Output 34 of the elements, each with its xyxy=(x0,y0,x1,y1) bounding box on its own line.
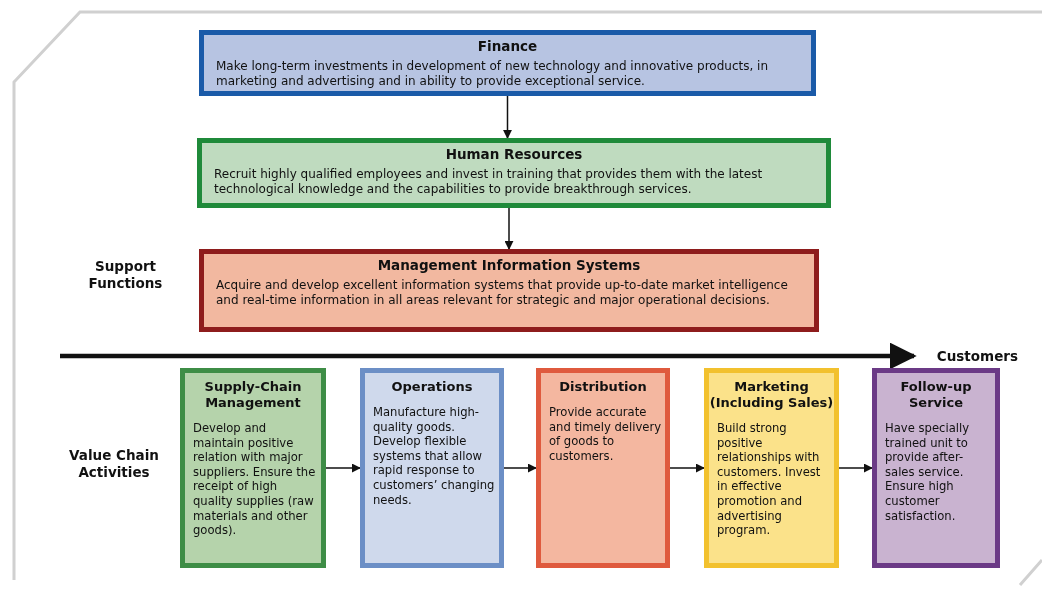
arrow xyxy=(60,342,917,370)
value-chain-box xyxy=(872,368,1000,568)
box-heading: Human Resources xyxy=(444,146,584,162)
box-description: Provide accurate and timely delivery of goods to customers. xyxy=(549,405,661,464)
box-heading: Marketing (Including Sales) xyxy=(709,379,834,411)
support-function-box xyxy=(199,30,816,96)
value-chain-box xyxy=(536,368,670,568)
arrow xyxy=(503,463,537,473)
value-chain-box xyxy=(360,368,504,568)
box-heading: Follow-up Service xyxy=(899,379,973,411)
value-chain-box xyxy=(180,368,326,568)
box-description: Recruit highly qualified employees and invest in training that provides them with the latest technological knowledge and the capabilities to provide breakthrough services. xyxy=(214,167,764,197)
arrow xyxy=(504,207,514,250)
support-function-box xyxy=(197,138,831,208)
box-description: Build strong positive relationships with customers. Invest in effective promotion and advertising program. xyxy=(717,421,822,538)
box-heading: Operations xyxy=(390,379,474,395)
box-description: Manufacture high-quality goods. Develop flexible systems that allow rapid response to customers’ changing needs. xyxy=(373,405,495,508)
box-heading: Management Information Systems xyxy=(376,257,642,273)
arrow xyxy=(503,95,512,139)
box-description: Make long-term investments in development of new technology and innovative products, in marketing and advertising and in ability to provide exceptional service. xyxy=(216,59,770,89)
box-heading: Supply-Chain Management xyxy=(203,379,303,411)
box-heading: Distribution xyxy=(558,379,648,395)
box-description: Have specially trained unit to provide after-sales service. Ensure high customer satisfaction. xyxy=(885,421,971,524)
arrow xyxy=(838,463,873,473)
box-heading: Finance xyxy=(476,38,539,54)
box-description: Acquire and develop excellent information systems that provide up-to-date market intelligence and real-time information in all areas relevant for strategic and major operational decisions. xyxy=(216,278,789,308)
arrow xyxy=(325,463,361,473)
box-description: Develop and maintain positive relation with major suppliers. Ensure the receipt of high quality supplies (raw materials and other goods). xyxy=(193,421,317,538)
support-function-box xyxy=(199,249,819,332)
customers-label: Customers xyxy=(935,347,1018,365)
arrow xyxy=(669,463,705,473)
value-chain-box xyxy=(704,368,839,568)
row-label: Value Chain Activities xyxy=(68,447,160,481)
row-label: Support Functions xyxy=(87,258,164,292)
